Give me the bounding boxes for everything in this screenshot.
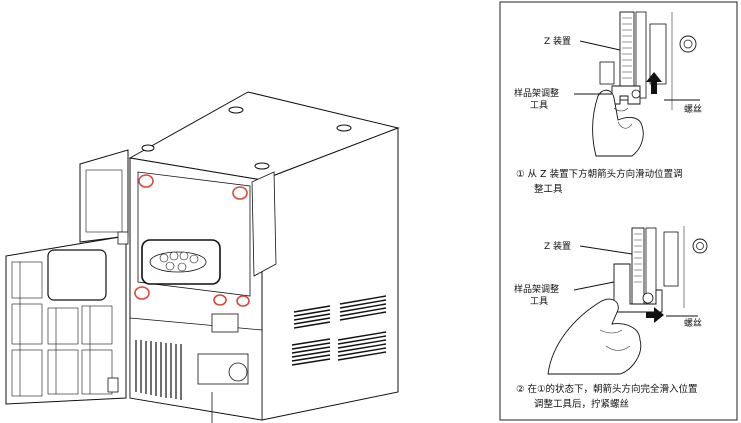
- label-screw: 螺丝: [684, 103, 702, 115]
- screw-highlights: [134, 174, 250, 307]
- screw-icon-2: [642, 292, 654, 304]
- upper-door: [79, 149, 129, 243]
- z-rail-2: [631, 227, 645, 311]
- label-tool-line1: 样品架调整: [514, 87, 559, 99]
- arrow-right-icon: [646, 307, 664, 323]
- label-tool-line1-2: 样品架调整: [514, 283, 559, 295]
- highlight-screw-1: [138, 174, 154, 188]
- highlight-screw-5: [236, 295, 250, 307]
- door-hinge-bottom: [107, 377, 119, 393]
- tool-bracket-2: [613, 263, 663, 313]
- top-knob-3: [254, 162, 270, 170]
- small-box: [211, 313, 239, 333]
- label-screw-2: 螺丝: [684, 317, 702, 329]
- step2-caption-line2: 调整工具后，拧紧螺丝: [534, 398, 629, 410]
- door-window: [47, 249, 107, 301]
- hand-icon: [592, 89, 644, 157]
- top-knob-4: [141, 144, 155, 152]
- hand-icon-2: [547, 298, 642, 375]
- front-vents: [135, 340, 182, 400]
- step1-illustration: Z 装置 样品架调整 工具 螺丝 ① 从 Z 装置下方朝箭头方向滑动位置调 整工…: [514, 11, 702, 195]
- label-z-device: Z 装置: [544, 35, 571, 47]
- instrument-illustration: [5, 91, 400, 423]
- door-grid: [11, 261, 113, 397]
- step2-illustration: Z 装置 样品架调整 工具 螺丝 ② 在①的状态下，朝箭头方向完全滑入位置 调整…: [514, 226, 708, 410]
- cabinet-side: [261, 127, 399, 421]
- label-tool-line2: 工具: [530, 100, 548, 111]
- label-z-device-2: Z 装置: [544, 240, 571, 252]
- highlight-screw-2: [232, 186, 248, 200]
- side-door: [251, 171, 277, 277]
- top-knob-2: [336, 124, 352, 132]
- side-vents: [291, 295, 387, 366]
- front-door: [5, 235, 127, 405]
- pump-wheel: [228, 362, 248, 382]
- step2-caption-line1: ② 在①的状态下，朝箭头方向完全滑入位置: [516, 383, 698, 395]
- screw-icon: [631, 89, 641, 99]
- highlight-screw-3: [134, 286, 150, 300]
- step1-caption-line1: ① 从 Z 装置下方朝箭头方向滑动位置调: [516, 168, 683, 180]
- top-knob-1: [228, 106, 244, 114]
- step1-caption-line2: 整工具: [534, 183, 563, 195]
- door-hinge-top: [117, 231, 129, 245]
- highlight-screw-4: [213, 294, 227, 306]
- label-tool-line2-2: 工具: [530, 296, 548, 307]
- arrow-up-icon: [646, 72, 662, 94]
